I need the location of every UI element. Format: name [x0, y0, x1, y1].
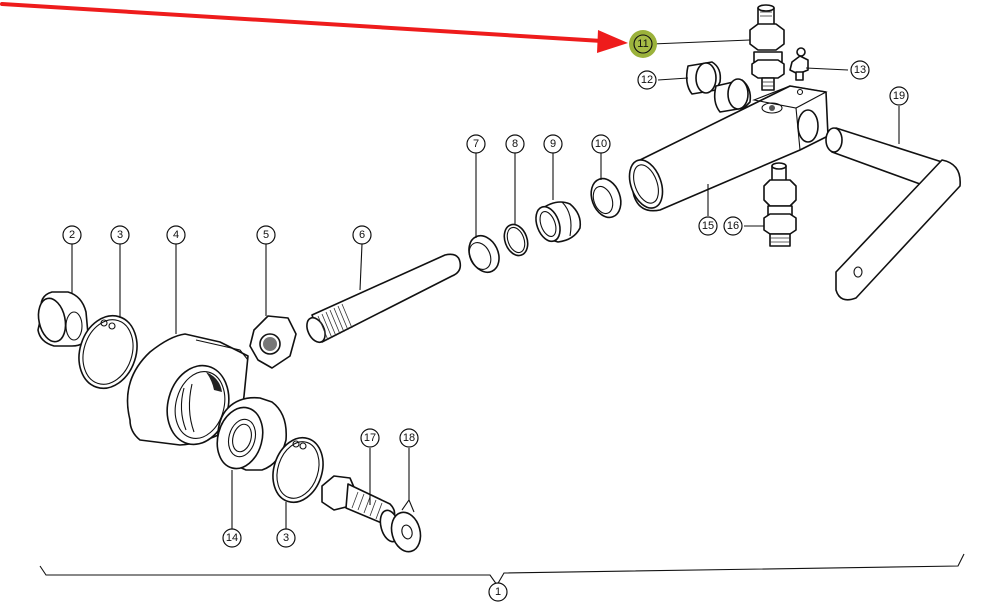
svg-text:14: 14 — [226, 532, 238, 544]
callout-10[interactable]: 10 — [591, 134, 611, 154]
svg-text:3: 3 — [283, 532, 289, 544]
part-3-circlip-top[interactable] — [70, 308, 146, 396]
callout-7[interactable]: 7 — [466, 134, 486, 154]
part-7-threaded-ring[interactable] — [463, 231, 504, 277]
part-16-fitting[interactable] — [763, 162, 797, 247]
part-19-crank-lever[interactable] — [825, 127, 961, 301]
part-12-bushings[interactable] — [685, 61, 752, 113]
part-15-tube-housing[interactable] — [623, 85, 829, 213]
svg-text:9: 9 — [550, 138, 556, 150]
part-13-grease-nipple[interactable] — [789, 47, 809, 81]
part-5-hex-nut[interactable] — [249, 315, 297, 369]
svg-text:8: 8 — [512, 138, 518, 150]
svg-text:12: 12 — [641, 74, 653, 86]
part-6-threaded-pin[interactable] — [303, 253, 462, 345]
leader-lines — [71, 39, 900, 530]
part-10-seal-ring[interactable] — [586, 174, 626, 221]
svg-text:13: 13 — [854, 64, 866, 76]
callout-12[interactable]: 12 — [637, 70, 657, 90]
svg-text:5: 5 — [263, 229, 269, 241]
svg-text:7: 7 — [473, 138, 479, 150]
svg-text:1: 1 — [495, 586, 501, 598]
part-9-grooved-sleeve[interactable] — [532, 201, 582, 245]
svg-text:19: 19 — [893, 90, 905, 102]
callout-15[interactable]: 15 — [698, 216, 718, 236]
svg-text:2: 2 — [69, 229, 75, 241]
assembly-brace — [39, 553, 965, 587]
callout-6[interactable]: 6 — [352, 225, 372, 245]
callout-2[interactable]: 2 — [62, 225, 82, 245]
callout-1[interactable]: 1 — [488, 582, 508, 602]
callout-17[interactable]: 17 — [360, 428, 380, 448]
svg-text:4: 4 — [173, 229, 179, 241]
callout-8[interactable]: 8 — [505, 134, 525, 154]
svg-text:16: 16 — [727, 220, 739, 232]
callout-4[interactable]: 4 — [166, 225, 186, 245]
part-2-bushing[interactable] — [35, 291, 89, 347]
callout-19[interactable]: 19 — [889, 86, 909, 106]
svg-text:10: 10 — [595, 138, 607, 150]
callout-18[interactable]: 18 — [399, 428, 419, 448]
svg-text:11: 11 — [637, 38, 648, 50]
part-8-snap-ring[interactable] — [500, 221, 532, 259]
svg-text:15: 15 — [702, 220, 714, 232]
svg-text:18: 18 — [403, 432, 415, 444]
callout-14[interactable]: 14 — [222, 528, 242, 548]
callout-11-highlighted[interactable]: 11 — [629, 30, 657, 58]
svg-text:3: 3 — [117, 229, 123, 241]
callout-5[interactable]: 5 — [256, 225, 276, 245]
svg-text:17: 17 — [364, 432, 376, 444]
callout-13[interactable]: 13 — [850, 60, 870, 80]
svg-text:6: 6 — [359, 229, 365, 241]
callout-3-top[interactable]: 3 — [110, 225, 130, 245]
callout-9[interactable]: 9 — [543, 134, 563, 154]
callout-3-bottom[interactable]: 3 — [276, 528, 296, 548]
part-3-circlip-bottom[interactable] — [265, 431, 331, 509]
highlight-arrow — [0, 2, 628, 53]
callout-16[interactable]: 16 — [723, 216, 743, 236]
part-11-fitting[interactable] — [749, 4, 785, 91]
part-18-washer[interactable] — [377, 508, 425, 555]
